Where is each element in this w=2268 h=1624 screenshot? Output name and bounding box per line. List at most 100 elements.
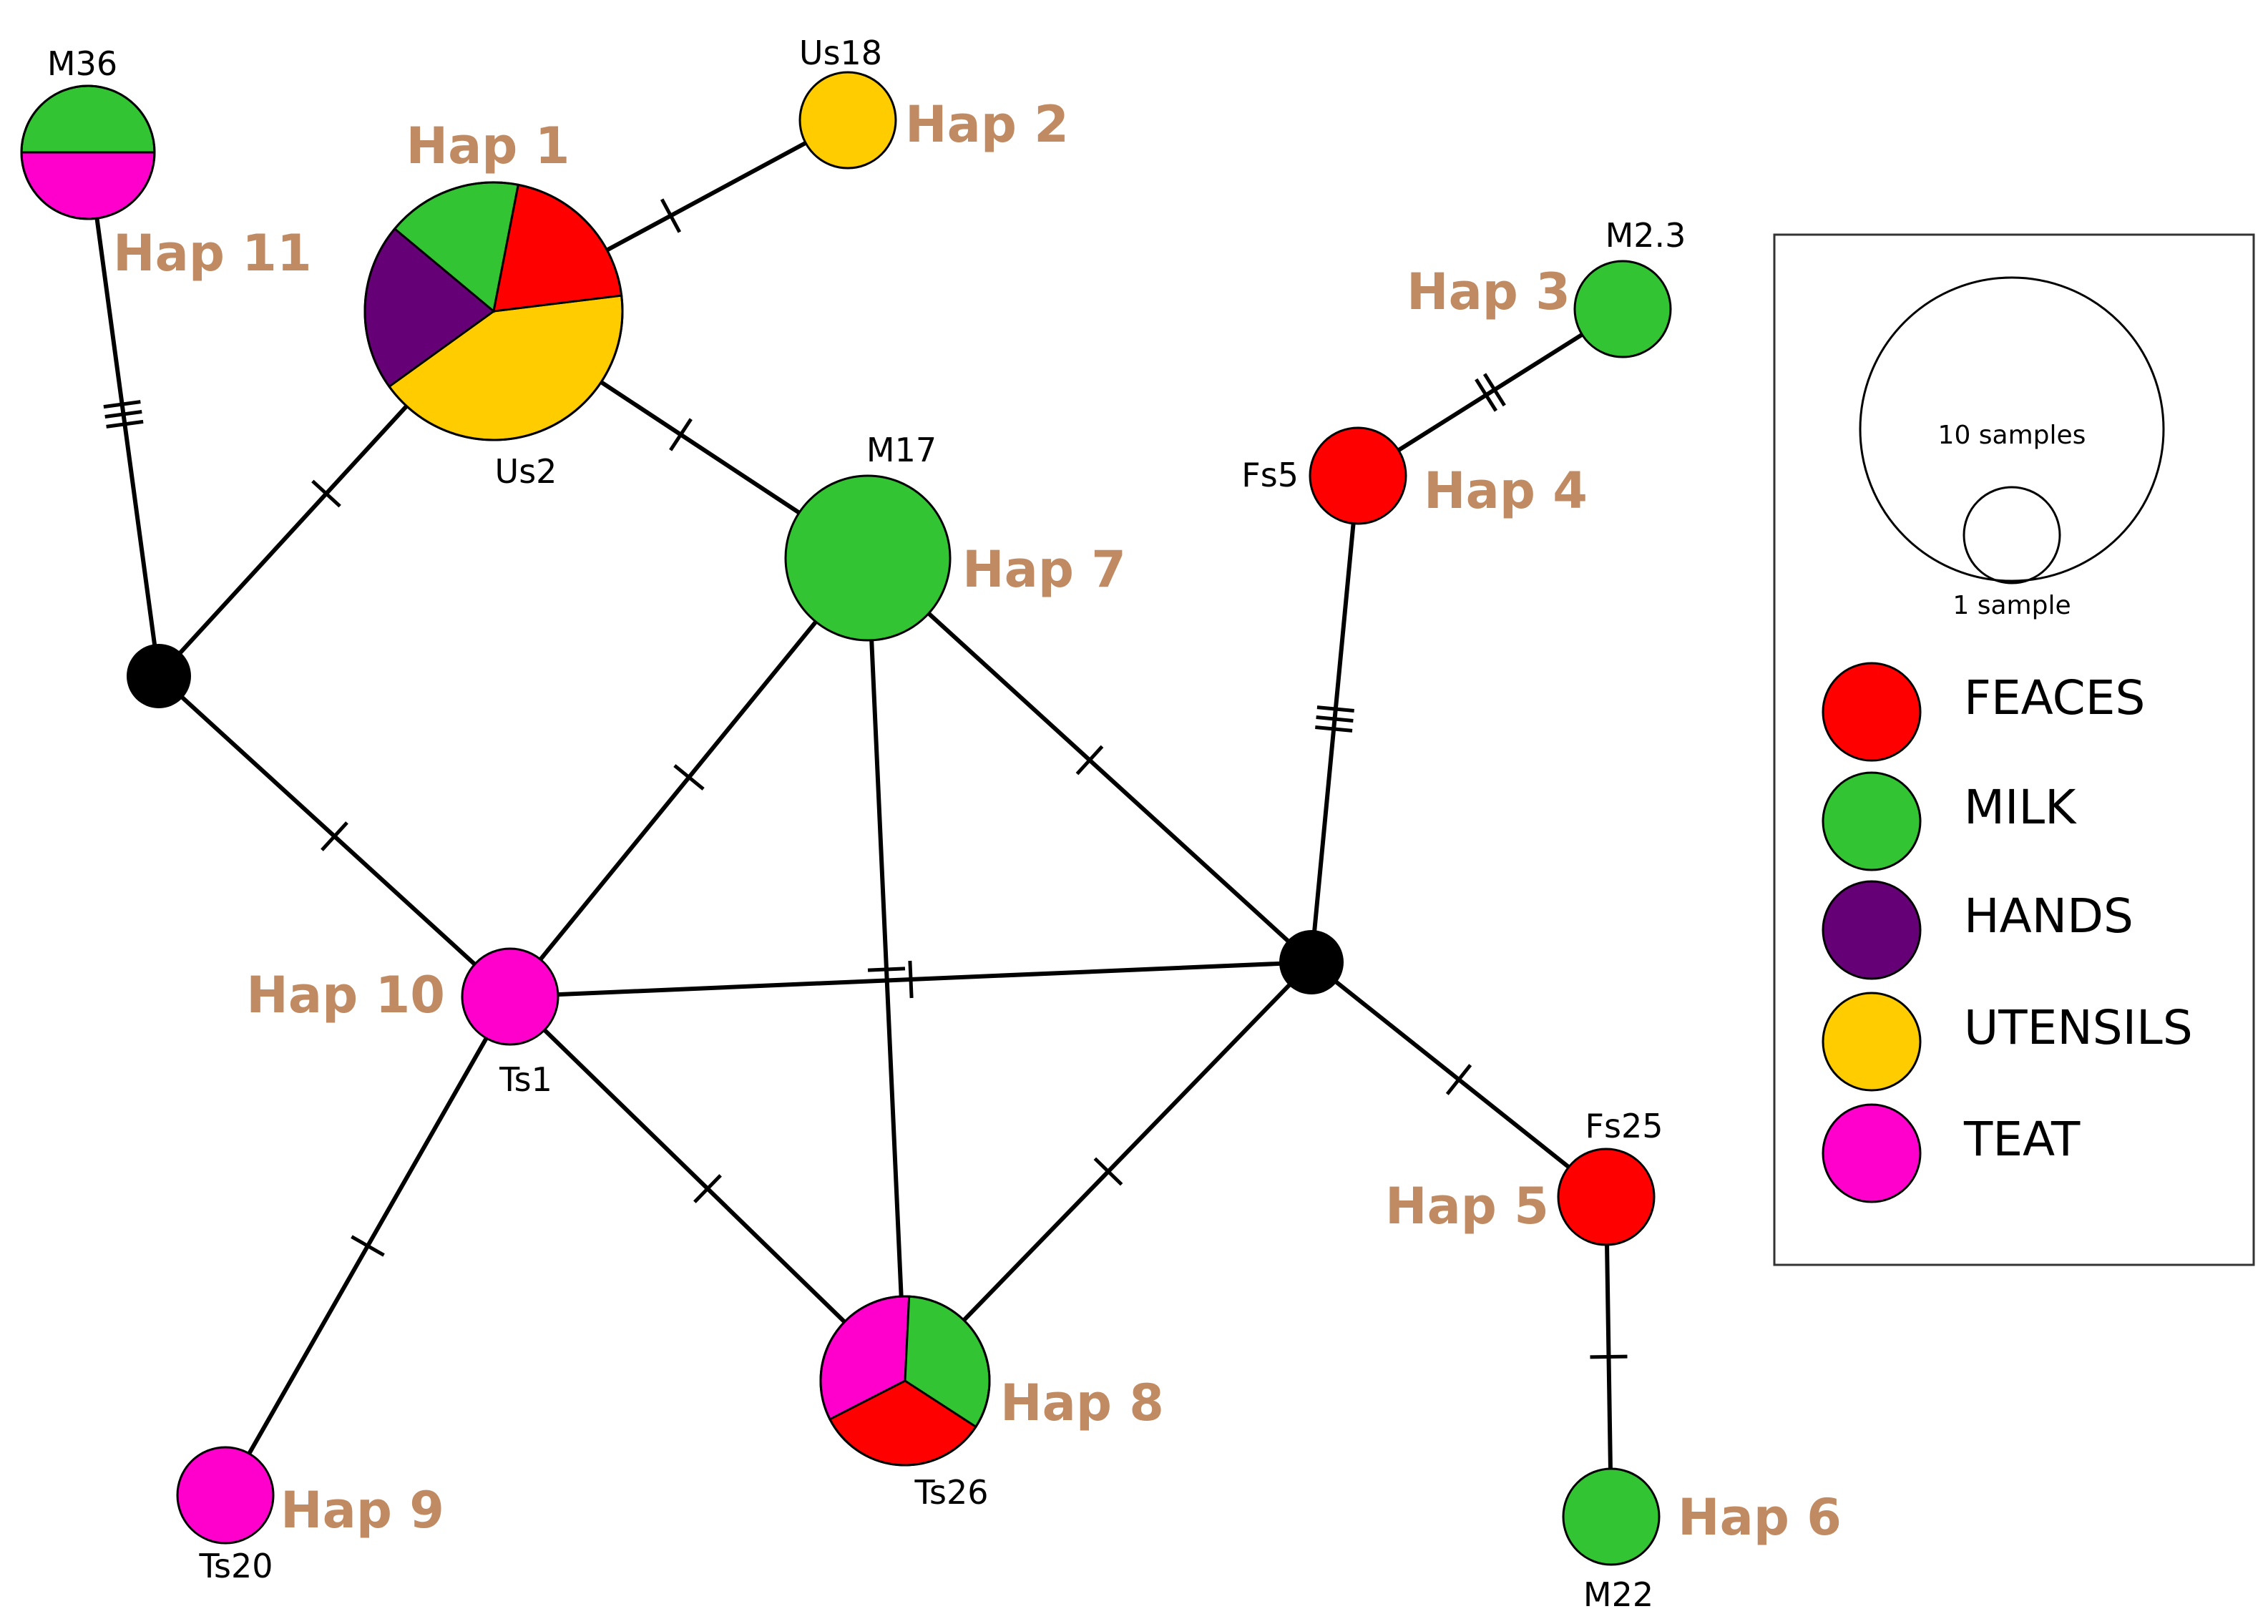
pie-slice-teat: [20, 151, 156, 220]
haplotype-node-hap10: [461, 947, 559, 1046]
mutation-tick: [908, 960, 914, 999]
hap-label-hap1: Hap 1: [406, 117, 570, 175]
mutation-tick: [1482, 373, 1506, 407]
pie-slice-feaces: [1309, 426, 1407, 525]
nodes-layer: [20, 71, 1672, 1566]
haplotype-node-hap3: [1573, 260, 1672, 358]
pie-slice-utensils: [798, 71, 897, 170]
pie-outline: [363, 181, 624, 441]
hap-label-hap4: Hap 4: [1424, 461, 1588, 520]
legend-label-utensils: UTENSILS: [1964, 1000, 2193, 1055]
haplotype-node-hap6: [1562, 1467, 1661, 1566]
hap-label-hap11: Hap 11: [113, 224, 312, 283]
legend-swatch-utensils: [1822, 992, 1922, 1092]
mutation-tick: [1075, 745, 1104, 776]
hap-label-hap10: Hap 10: [246, 966, 445, 1024]
sample-label-hap6: M22: [1583, 1575, 1653, 1614]
legend-label-feaces: FEACES: [1964, 670, 2145, 725]
legend-item-feaces: FEACES: [1822, 662, 2145, 762]
haplotype-node-hap7: [784, 474, 952, 642]
haplotype-node-hap4: [1309, 426, 1407, 525]
edge-hap10-hap8: [508, 994, 907, 1383]
hap-label-hap6: Hap 6: [1678, 1488, 1842, 1547]
hap-label-hap9: Hap 9: [280, 1481, 444, 1540]
edge-hap8-mv2: [903, 960, 1314, 1383]
edge-hap10-mv2: [509, 960, 1312, 999]
legend-label-hands: HANDS: [1964, 889, 2133, 944]
edge-hap4-mv2: [1309, 475, 1360, 963]
legend-label-milk: MILK: [1964, 780, 2077, 835]
edge-hap11-mv1: [86, 152, 161, 677]
mutation-tick: [1475, 378, 1498, 412]
sample-label-hap11: M36: [47, 44, 117, 83]
sample-label-hap8: Ts26: [914, 1473, 989, 1512]
mutation-tick: [321, 821, 348, 851]
haplotype-node-hap2: [798, 71, 897, 170]
legend-size-large: [1859, 276, 2165, 582]
edge-hap7-hap10: [508, 557, 870, 998]
legend-size-small: [1962, 486, 2061, 584]
sample-label-hap7: M17: [866, 431, 937, 469]
sample-label-hap1: Us2: [495, 452, 557, 491]
legend-swatch-milk: [1822, 771, 1922, 871]
mutation-tick: [1315, 725, 1353, 733]
mutation-tick: [673, 764, 705, 791]
hap-label-hap8: Hap 8: [1000, 1374, 1164, 1432]
legend-label-teat: TEAT: [1963, 1112, 2081, 1167]
sample-label-hap5: Fs25: [1585, 1107, 1663, 1145]
edge-mv2-hap5: [1310, 960, 1608, 1199]
mutation-tick: [1316, 715, 1354, 723]
edge-hap7-mv2: [866, 556, 1314, 964]
pie-slice-milk: [1562, 1467, 1661, 1566]
pie-slice-milk: [784, 474, 952, 642]
mutation-tick: [669, 418, 693, 451]
edge-hap10-hap9: [223, 995, 512, 1497]
edges-layer: [86, 118, 1628, 1517]
legend-size-large-label: 10 samples: [1938, 421, 2086, 450]
sample-label-hap4: Fs5: [1241, 456, 1299, 494]
mutation-tick: [660, 198, 682, 233]
sample-label-hap9: Ts20: [199, 1547, 273, 1585]
haplotype-node-hap5: [1557, 1148, 1656, 1246]
mutation-tick: [106, 419, 144, 429]
pie-slice-teat: [176, 1446, 275, 1545]
legend-item-hands: HANDS: [1822, 880, 2133, 980]
mutation-tick: [351, 1235, 385, 1257]
edge-hap7-hap8: [866, 557, 907, 1381]
haplotype-node-hap9: [176, 1446, 275, 1545]
mutation-tick: [311, 479, 341, 508]
sample-label-hap3: M2.3: [1605, 216, 1686, 255]
haplotype-node-hap11: [20, 84, 156, 220]
haplotype-node-hap1: [363, 181, 624, 441]
pie-slice-milk: [1573, 260, 1672, 358]
median-vector-mv1: [127, 644, 191, 708]
mutation-tick: [693, 1174, 722, 1203]
legend-swatch-feaces: [1822, 662, 1922, 762]
pie-outline: [819, 1295, 991, 1467]
mutation-tick: [867, 967, 906, 972]
sample-label-hap2: Us18: [799, 34, 882, 72]
hap-label-hap3: Hap 3: [1407, 263, 1570, 321]
median-vector-mv2: [1279, 930, 1344, 994]
legend-swatch-teat: [1822, 1103, 1922, 1203]
sample-label-hap10: Ts1: [499, 1060, 552, 1099]
pie-slice-teat: [461, 947, 559, 1046]
mutation-tick: [1093, 1157, 1123, 1186]
mutation-tick: [103, 400, 141, 409]
edge-hap4-hap3: [1357, 307, 1624, 478]
mutation-tick: [1445, 1064, 1472, 1095]
legend-item-utensils: UTENSILS: [1822, 992, 2193, 1092]
pie-slice-milk: [20, 84, 156, 154]
pie-outline: [20, 84, 156, 220]
edge-mv1-hap10: [157, 674, 512, 999]
legend-size-small-label: 1 sample: [1952, 591, 2071, 620]
mutation-tick: [1590, 1354, 1628, 1359]
legend-swatch-hands: [1822, 880, 1922, 980]
legend: 10 samples 1 sample FEACES MILK HANDS UT…: [1773, 233, 2255, 1266]
edge-line: [1357, 307, 1624, 478]
hap-label-hap2: Hap 2: [905, 95, 1069, 154]
mutation-tick: [104, 410, 142, 419]
haplotype-node-hap8: [819, 1295, 991, 1467]
